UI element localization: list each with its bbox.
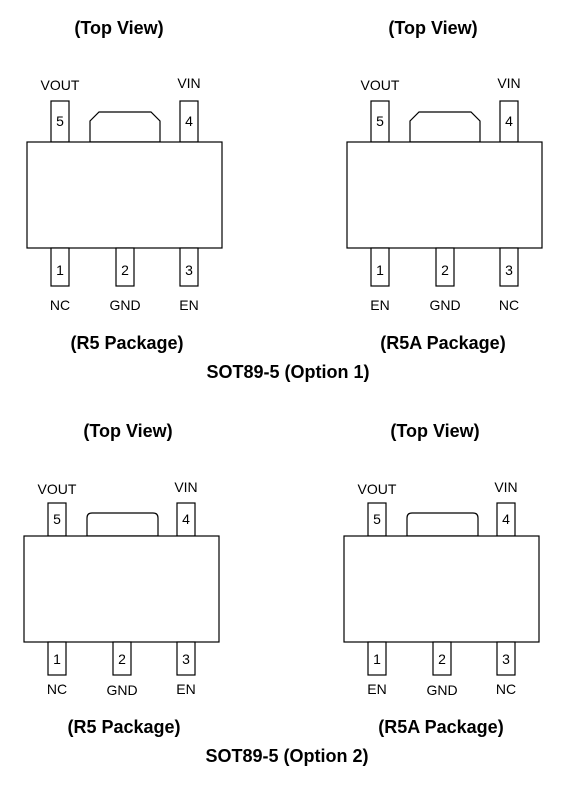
pin-1: [367, 641, 387, 676]
pin-3-name: EN: [179, 297, 198, 313]
package-option1-r5a: (Top View) VOUT VIN 5 4 1 2 3 EN GND NC …: [346, 18, 543, 353]
pin-4-name: VIN: [497, 75, 520, 91]
pin-5-name: VOUT: [41, 77, 80, 93]
package-label: (R5A Package): [380, 333, 505, 353]
pin-4-name: VIN: [494, 479, 517, 495]
pin-2-number: 2: [118, 651, 126, 667]
pin-3-name: EN: [176, 681, 195, 697]
pin-3: [179, 247, 199, 287]
pin-1-name: EN: [367, 681, 386, 697]
pin-3-number: 3: [505, 262, 513, 278]
pin-2-name: GND: [109, 297, 140, 313]
top-view-label: (Top View): [390, 421, 479, 441]
heat-tab: [86, 512, 159, 537]
pin-5-name: VOUT: [358, 481, 397, 497]
pin-2-name: GND: [429, 297, 460, 313]
pin-5-number: 5: [56, 113, 64, 129]
pin-1-name: EN: [370, 297, 389, 313]
package-body: [343, 535, 540, 643]
pin-2-number: 2: [121, 262, 129, 278]
package-option2-r5: (Top View) VOUT VIN 5 4 1 2 3 NC GND EN …: [23, 421, 220, 737]
pin-3: [176, 641, 196, 676]
pin-2: [435, 247, 455, 287]
package-body: [346, 141, 543, 249]
section-caption-option2: SOT89-5 (Option 2): [205, 746, 368, 766]
pin-4-number: 4: [505, 113, 513, 129]
pin-4-number: 4: [185, 113, 193, 129]
pin-1: [50, 247, 70, 287]
pin-2: [112, 641, 132, 676]
pin-3: [496, 641, 516, 676]
package-body: [23, 535, 220, 643]
pin-1-name: NC: [50, 297, 70, 313]
pin-1: [370, 247, 390, 287]
pin-4-number: 4: [502, 511, 510, 527]
heat-tab: [89, 111, 161, 143]
pin-3: [499, 247, 519, 287]
package-option1-r5: (Top View) VOUT VIN 5 4 1 2 3 NC GND EN …: [26, 18, 223, 353]
package-label: (R5A Package): [378, 717, 503, 737]
section-caption-option1: SOT89-5 (Option 1): [206, 362, 369, 382]
pin-2: [432, 641, 452, 676]
pin-1-number: 1: [53, 651, 61, 667]
package-label: (R5 Package): [70, 333, 183, 353]
heat-tab: [409, 111, 481, 143]
top-view-label: (Top View): [74, 18, 163, 38]
heat-tab: [406, 512, 479, 537]
pin-2-name: GND: [426, 682, 457, 698]
pin-5-number: 5: [376, 113, 384, 129]
package-option2-r5a: (Top View) VOUT VIN 5 4 1 2 3 EN GND NC …: [343, 421, 540, 737]
pin-5-number: 5: [53, 511, 61, 527]
package-label: (R5 Package): [67, 717, 180, 737]
pin-2-number: 2: [441, 262, 449, 278]
package-body: [26, 141, 223, 249]
pin-2: [115, 247, 135, 287]
pin-2-number: 2: [438, 651, 446, 667]
pin-1: [47, 641, 67, 676]
pin-3-name: NC: [496, 681, 516, 697]
pin-3-number: 3: [502, 651, 510, 667]
pin-5-name: VOUT: [38, 481, 77, 497]
pin-5-name: VOUT: [361, 77, 400, 93]
pin-3-name: NC: [499, 297, 519, 313]
pin-1-number: 1: [56, 262, 64, 278]
pin-5-number: 5: [373, 511, 381, 527]
pin-3-number: 3: [185, 262, 193, 278]
pin-1-number: 1: [376, 262, 384, 278]
top-view-label: (Top View): [388, 18, 477, 38]
pin-4-name: VIN: [174, 479, 197, 495]
top-view-label: (Top View): [83, 421, 172, 441]
pin-4-number: 4: [182, 511, 190, 527]
pin-4-name: VIN: [177, 75, 200, 91]
pin-1-number: 1: [373, 651, 381, 667]
pin-2-name: GND: [106, 682, 137, 698]
pin-1-name: NC: [47, 681, 67, 697]
pin-3-number: 3: [182, 651, 190, 667]
